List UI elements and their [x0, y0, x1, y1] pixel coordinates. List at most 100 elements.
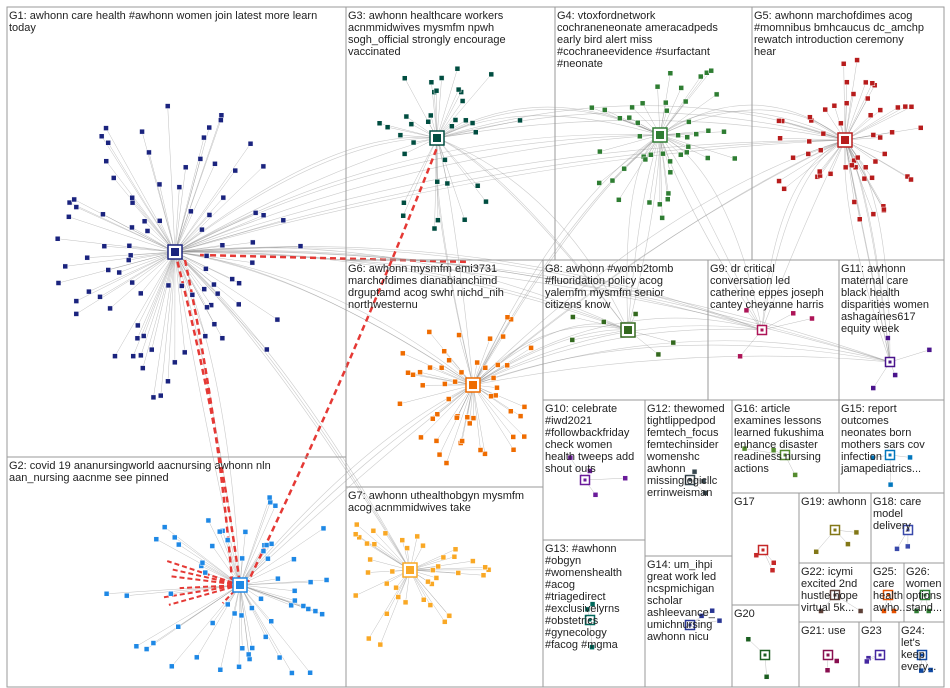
node[interactable]	[246, 656, 253, 662]
node[interactable]	[242, 529, 249, 535]
node[interactable]	[384, 124, 391, 130]
node[interactable]	[698, 73, 704, 80]
node[interactable]	[428, 79, 435, 86]
node[interactable]	[483, 198, 489, 205]
node[interactable]	[126, 243, 133, 249]
node[interactable]	[436, 451, 443, 458]
node[interactable]	[212, 161, 218, 167]
node[interactable]	[356, 534, 363, 541]
node[interactable]	[470, 558, 476, 564]
node[interactable]	[371, 541, 378, 547]
node[interactable]	[225, 601, 231, 608]
node[interactable]	[194, 654, 200, 661]
node[interactable]	[456, 332, 462, 338]
node[interactable]	[621, 165, 627, 172]
node[interactable]	[403, 113, 410, 120]
node[interactable]	[211, 281, 217, 288]
node[interactable]	[635, 120, 641, 126]
node[interactable]	[872, 158, 879, 165]
node[interactable]	[648, 152, 654, 158]
node[interactable]	[851, 199, 858, 205]
node[interactable]	[926, 608, 932, 614]
node[interactable]	[165, 378, 171, 385]
node[interactable]	[110, 175, 117, 181]
node[interactable]	[444, 180, 451, 187]
node[interactable]	[417, 369, 423, 375]
node[interactable]	[103, 158, 109, 164]
node[interactable]	[813, 549, 819, 555]
node[interactable]	[384, 580, 390, 587]
node[interactable]	[164, 103, 171, 109]
node[interactable]	[504, 362, 510, 369]
node[interactable]	[602, 107, 608, 113]
node[interactable]	[854, 154, 861, 161]
node[interactable]	[249, 645, 255, 651]
node[interactable]	[721, 128, 727, 135]
node[interactable]	[632, 311, 639, 317]
node[interactable]	[776, 118, 782, 124]
node[interactable]	[438, 364, 445, 371]
node[interactable]	[103, 591, 110, 597]
node[interactable]	[319, 611, 325, 617]
node[interactable]	[209, 543, 216, 549]
node[interactable]	[399, 537, 406, 543]
node[interactable]	[891, 608, 897, 614]
node[interactable]	[927, 667, 934, 673]
node[interactable]	[402, 599, 409, 606]
node[interactable]	[870, 454, 876, 461]
node[interactable]	[175, 623, 181, 630]
node[interactable]	[856, 216, 863, 222]
node[interactable]	[352, 531, 359, 537]
node[interactable]	[431, 225, 438, 232]
node[interactable]	[745, 636, 752, 642]
node[interactable]	[870, 385, 876, 391]
node[interactable]	[616, 197, 622, 203]
node[interactable]	[844, 79, 850, 85]
node[interactable]	[300, 603, 307, 609]
node[interactable]	[276, 654, 283, 661]
node[interactable]	[817, 147, 824, 153]
node[interactable]	[232, 167, 239, 174]
node[interactable]	[822, 106, 828, 113]
node[interactable]	[127, 252, 134, 259]
node[interactable]	[236, 664, 242, 670]
node[interactable]	[902, 103, 909, 110]
node[interactable]	[452, 378, 458, 385]
node[interactable]	[665, 190, 672, 197]
node[interactable]	[265, 555, 271, 562]
node[interactable]	[926, 347, 933, 353]
node[interactable]	[236, 301, 242, 308]
node[interactable]	[384, 611, 390, 617]
node[interactable]	[66, 214, 72, 220]
node[interactable]	[589, 601, 596, 607]
node[interactable]	[743, 307, 750, 314]
node[interactable]	[685, 143, 692, 150]
node[interactable]	[218, 112, 225, 119]
node[interactable]	[870, 211, 877, 217]
node[interactable]	[490, 375, 497, 381]
node[interactable]	[55, 280, 62, 286]
node[interactable]	[824, 667, 831, 673]
node[interactable]	[626, 114, 633, 121]
node[interactable]	[853, 529, 860, 536]
node[interactable]	[435, 217, 441, 223]
node[interactable]	[592, 492, 599, 498]
node[interactable]	[73, 298, 80, 304]
node[interactable]	[622, 475, 628, 481]
node[interactable]	[366, 635, 372, 642]
node[interactable]	[150, 640, 157, 646]
node[interactable]	[169, 663, 175, 670]
node[interactable]	[805, 151, 812, 157]
node[interactable]	[430, 415, 436, 422]
node[interactable]	[597, 148, 603, 155]
node[interactable]	[482, 564, 488, 571]
node[interactable]	[709, 607, 715, 614]
node[interactable]	[451, 554, 458, 560]
node[interactable]	[236, 280, 242, 286]
node[interactable]	[307, 579, 314, 585]
node[interactable]	[584, 606, 591, 613]
node[interactable]	[430, 567, 436, 573]
node[interactable]	[442, 619, 448, 625]
node[interactable]	[732, 155, 738, 162]
node[interactable]	[116, 269, 122, 276]
